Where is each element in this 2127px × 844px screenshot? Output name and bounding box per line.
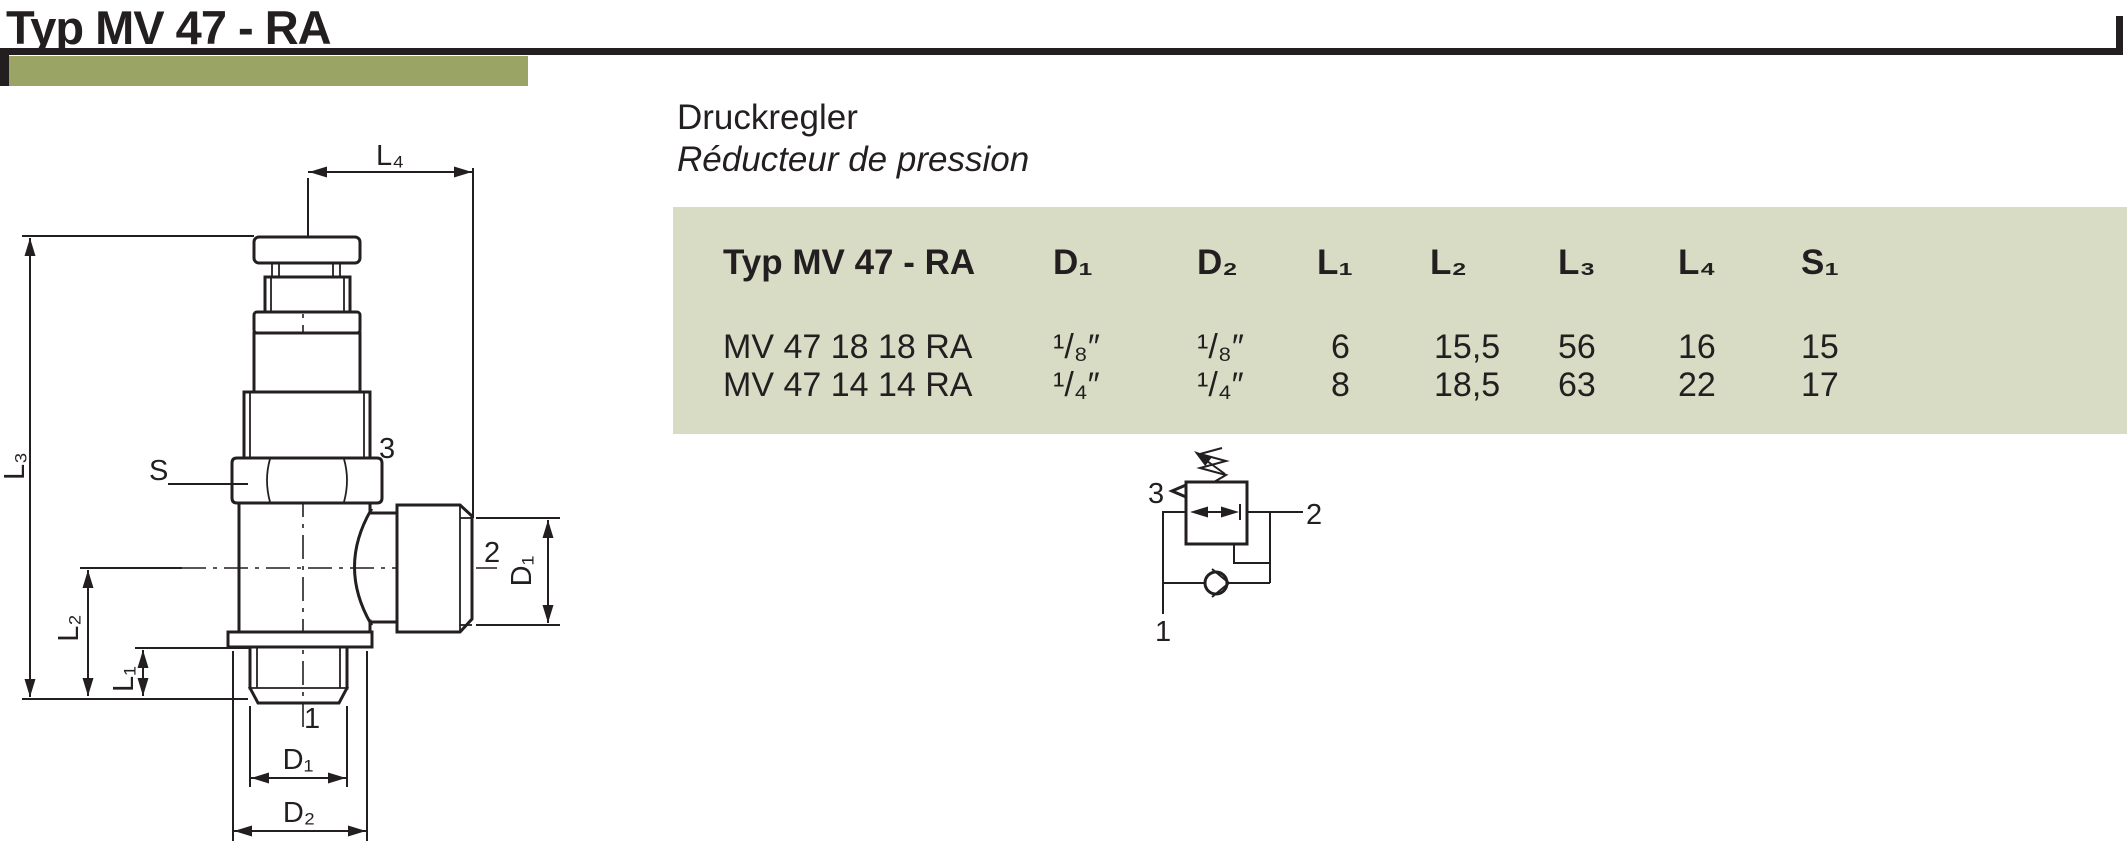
row2-s1: 17 <box>1801 366 1839 404</box>
header-rule-left-riser <box>0 48 9 86</box>
row1-l4: 16 <box>1678 328 1716 366</box>
dim-l2: L₂ <box>53 567 182 696</box>
row1-d2: ¹/₈″ <box>1197 328 1244 366</box>
hex-nut <box>230 456 384 505</box>
dim-s: S <box>149 455 248 487</box>
schematic-port-1-label: 1 <box>1155 616 1171 648</box>
row2-d2: ¹/₄″ <box>1197 366 1244 404</box>
knob-neck <box>271 263 341 277</box>
product-name-de: Druckregler <box>677 98 858 137</box>
bonnet-upper <box>252 331 362 394</box>
side-port <box>369 503 474 634</box>
dim-label-s: S <box>149 455 168 487</box>
regulator-flow-arrows <box>1190 504 1241 520</box>
accent-bar <box>9 56 528 86</box>
box-bottom-branch <box>1233 544 1270 564</box>
header-rule-right-riser <box>2116 16 2123 55</box>
schematic-port-2-label: 2 <box>1306 499 1322 531</box>
valve-technical-drawing: L₄ L₃ L₂ L₁ S <box>0 140 560 841</box>
row2-type: MV 47 14 14 RA <box>723 366 973 404</box>
dim-label-l1: L₁ <box>108 666 140 692</box>
check-valve <box>1163 568 1270 598</box>
bottom-flange <box>226 630 374 649</box>
adjustment-spring <box>1194 447 1230 483</box>
row2-l2: 18,5 <box>1434 366 1501 404</box>
dim-l4: L₄ <box>307 140 474 518</box>
col-header-l3: L₃ <box>1558 243 1596 282</box>
knurled-ring <box>252 310 362 335</box>
drawing-port-1-label: 1 <box>304 703 320 735</box>
dim-l3: L₃ <box>0 235 254 700</box>
dim-label-d2: D₂ <box>283 797 315 829</box>
row2-d1: ¹/₄″ <box>1053 366 1100 404</box>
dim-l1: L₁ <box>108 647 250 696</box>
col-header-l1: L₁ <box>1317 243 1353 282</box>
row1-l3: 56 <box>1558 328 1596 366</box>
port1-line <box>1162 511 1186 614</box>
header-rule <box>0 48 2123 55</box>
vent-triangle <box>1168 482 1188 500</box>
knurled-knob <box>252 235 362 265</box>
col-header-s1: S₁ <box>1801 243 1839 282</box>
dim-d1-right: D₁ <box>476 517 560 626</box>
dim-d2: D₂ <box>232 651 368 841</box>
row1-type: MV 47 18 18 RA <box>723 328 973 366</box>
col-header-d1: D₁ <box>1053 243 1093 282</box>
dim-label-d1-right: D₁ <box>506 555 538 586</box>
bonnet-lower <box>242 390 372 460</box>
drawing-port-2-label: 2 <box>484 537 500 569</box>
row2-l3: 63 <box>1558 366 1596 404</box>
col-header-l2: L₂ <box>1430 243 1467 282</box>
dim-d1-bottom: D₁ <box>249 706 348 787</box>
dim-label-l3: L₃ <box>0 452 31 480</box>
row1-d1: ¹/₈″ <box>1053 328 1100 366</box>
dim-label-d1-bottom: D₁ <box>283 744 314 776</box>
spec-table: Typ MV 47 - RA D₁ D₂ L₁ L₂ L₃ L₄ S₁ MV 4… <box>673 207 2127 434</box>
col-header-l4: L₄ <box>1678 243 1717 282</box>
upper-block <box>263 275 352 314</box>
product-name-fr: Réducteur de pression <box>677 140 1030 179</box>
col-header-type: Typ MV 47 - RA <box>723 243 976 282</box>
row2-l1: 8 <box>1331 366 1350 404</box>
page-title: Typ MV 47 - RA <box>6 1 332 54</box>
dim-label-l4: L₄ <box>376 140 404 172</box>
drawing-port-3-label: 3 <box>379 433 395 465</box>
row1-l2: 15,5 <box>1434 328 1501 366</box>
row1-s1: 15 <box>1801 328 1839 366</box>
row1-l1: 6 <box>1331 328 1350 366</box>
pneumatic-schematic: 3 2 1 <box>1148 447 1322 648</box>
row2-l4: 22 <box>1678 366 1716 404</box>
col-header-d2: D₂ <box>1197 243 1238 282</box>
threaded-stud <box>247 645 350 705</box>
schematic-port-3-label: 3 <box>1148 478 1164 510</box>
dim-label-l2: L₂ <box>53 614 85 641</box>
